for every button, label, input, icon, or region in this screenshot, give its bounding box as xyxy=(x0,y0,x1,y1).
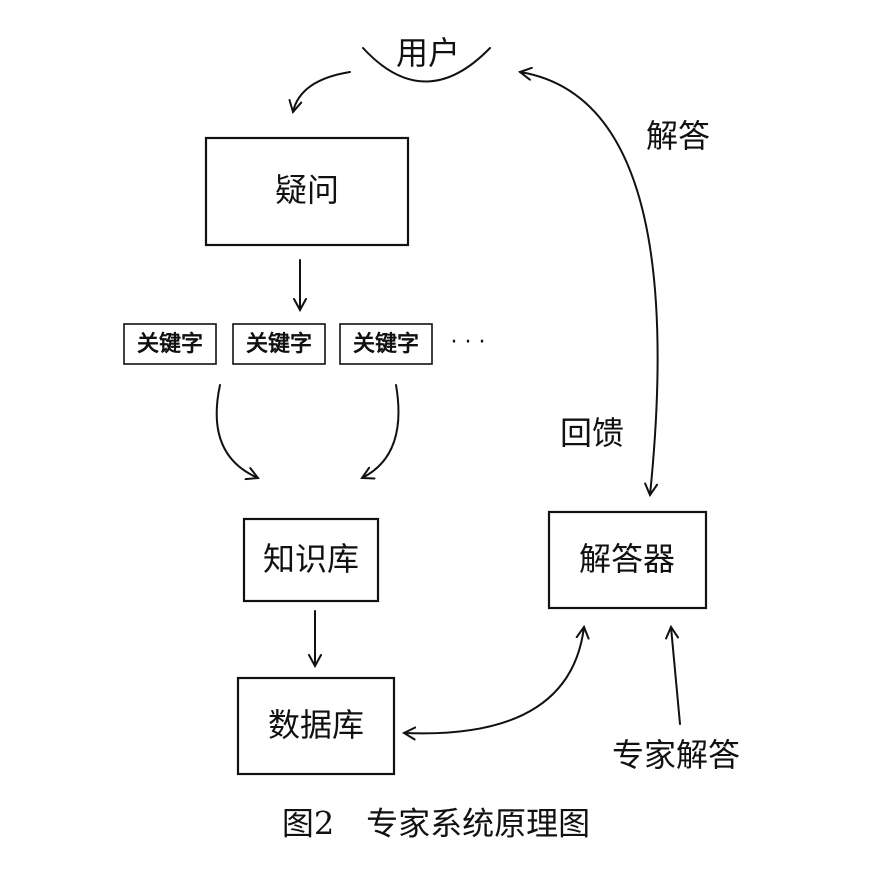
figure-caption: 图2 专家系统原理图 xyxy=(282,805,590,843)
answer-edge-label: 解答 xyxy=(646,117,710,155)
knowledge-base-label: 知识库 xyxy=(263,540,359,578)
user-arc xyxy=(362,47,491,83)
arrow-user-to-question xyxy=(293,71,351,112)
question-box xyxy=(204,136,410,247)
arrow-keyword-left xyxy=(215,384,258,478)
arrow-database-answerer xyxy=(404,627,584,733)
answerer-label: 解答器 xyxy=(579,540,675,578)
arrow-expert-to-answerer xyxy=(671,627,681,725)
keyword-label-3: 关键字 xyxy=(353,331,419,357)
user-label: 用户 xyxy=(396,34,460,72)
keyword-ellipsis: · · · xyxy=(451,330,486,355)
database-label: 数据库 xyxy=(268,706,364,744)
keyword-label-1: 关键字 xyxy=(137,331,203,357)
arrow-answerer-user xyxy=(520,72,659,495)
arrow-keyword-right xyxy=(362,384,400,478)
expert-answer-label: 专家解答 xyxy=(612,736,740,774)
knowledge-base-box xyxy=(242,517,380,603)
keyword-box-3 xyxy=(339,323,433,365)
question-label: 疑问 xyxy=(275,171,339,209)
database-box xyxy=(236,676,396,776)
answerer-box xyxy=(547,510,708,610)
feedback-edge-label: 回馈 xyxy=(560,414,624,452)
keyword-box-2 xyxy=(232,323,326,365)
keyword-box-1 xyxy=(123,323,217,365)
keyword-label-2: 关键字 xyxy=(246,331,312,357)
